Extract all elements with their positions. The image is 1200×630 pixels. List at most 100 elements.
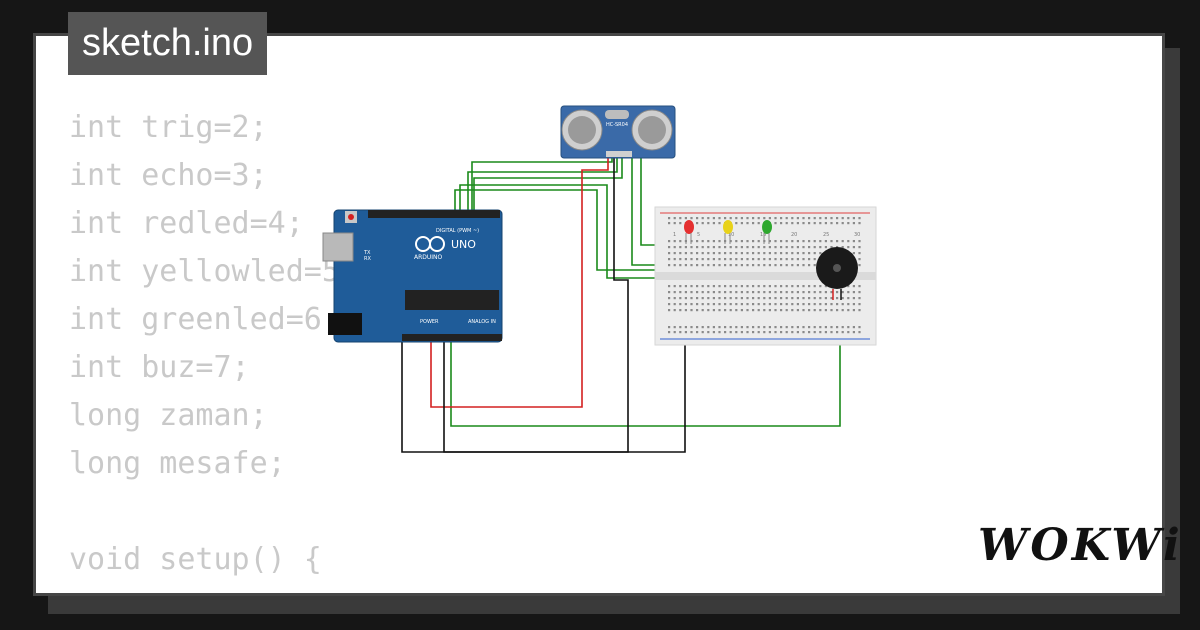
- breadboard-hole: [696, 309, 699, 312]
- led-yellow[interactable]: [723, 220, 733, 244]
- breadboard-hole: [791, 264, 794, 267]
- breadboard-hole: [858, 291, 861, 294]
- arduino-uno-board[interactable]: UNO ARDUINO DIGITAL (PWM ~) ANALOG IN PO…: [322, 209, 503, 343]
- breadboard-hole: [780, 222, 783, 225]
- breadboard-hole: [740, 240, 743, 243]
- breadboard-hole: [701, 252, 704, 255]
- breadboard-hole: [679, 291, 682, 294]
- breadboard-hole: [785, 309, 788, 312]
- breadboard-hole: [740, 309, 743, 312]
- breadboard-hole: [852, 240, 855, 243]
- breadboard-hole: [696, 297, 699, 300]
- breadboard-hole: [735, 297, 738, 300]
- breadboard-hole: [841, 217, 844, 220]
- breadboard-hole: [679, 252, 682, 255]
- breadboard-hole: [780, 297, 783, 300]
- code-line: int echo=3;: [69, 158, 268, 193]
- breadboard-hole: [729, 285, 732, 288]
- breadboard-hole: [785, 246, 788, 249]
- breadboard-hole: [757, 222, 760, 225]
- wire-green-echo: [473, 158, 623, 214]
- breadboard-hole: [858, 258, 861, 261]
- breadboard-hole: [740, 297, 743, 300]
- breadboard-hole: [752, 258, 755, 261]
- breadboard-hole: [802, 258, 805, 261]
- breadboard-hole: [696, 264, 699, 267]
- breadboard-hole: [684, 309, 687, 312]
- breadboard-hole: [774, 285, 777, 288]
- breadboard-hole: [780, 240, 783, 243]
- breadboard-hole: [735, 222, 738, 225]
- breadboard-hole: [712, 291, 715, 294]
- led-green[interactable]: [762, 220, 772, 244]
- breadboard-hole: [696, 326, 699, 329]
- breadboard-hole: [791, 309, 794, 312]
- breadboard-hole: [696, 246, 699, 249]
- breadboard-hole: [791, 285, 794, 288]
- breadboard-hole: [679, 217, 682, 220]
- breadboard-hole: [780, 264, 783, 267]
- breadboard-hole: [712, 217, 715, 220]
- breadboard-hole: [724, 264, 727, 267]
- breadboard-hole: [813, 285, 816, 288]
- breadboard-hole: [752, 217, 755, 220]
- breadboard-hole: [673, 264, 676, 267]
- breadboard-hole: [735, 252, 738, 255]
- breadboard-hole: [684, 258, 687, 261]
- breadboard-hole: [780, 303, 783, 306]
- breadboard-hole: [830, 240, 833, 243]
- breadboard-hole: [673, 222, 676, 225]
- breadboard-hole: [774, 258, 777, 261]
- breadboard-hole: [757, 258, 760, 261]
- breadboard-hole: [668, 309, 671, 312]
- buzzer[interactable]: [816, 247, 858, 300]
- breadboard-hole: [774, 297, 777, 300]
- breadboard-hole: [729, 258, 732, 261]
- breadboard-hole: [852, 246, 855, 249]
- sensor-label: HC-SR04: [606, 122, 628, 128]
- bb-col-10: 10: [728, 232, 734, 238]
- breadboard-hole: [785, 331, 788, 334]
- breadboard-hole: [668, 258, 671, 261]
- breadboard-hole: [690, 303, 693, 306]
- breadboard-hole: [858, 303, 861, 306]
- breadboard-hole: [830, 309, 833, 312]
- breadboard-hole: [852, 309, 855, 312]
- breadboard-hole: [707, 217, 710, 220]
- led-red[interactable]: [684, 220, 694, 244]
- breadboard-hole: [746, 309, 749, 312]
- breadboard-hole: [746, 326, 749, 329]
- breadboard-hole: [718, 246, 721, 249]
- breadboard-hole: [679, 326, 682, 329]
- breadboard-hole: [830, 222, 833, 225]
- breadboard-hole: [679, 297, 682, 300]
- breadboard-hole: [830, 303, 833, 306]
- digital-pins-label: DIGITAL (PWM ~): [436, 228, 479, 234]
- breadboard-hole: [668, 331, 671, 334]
- breadboard-hole: [701, 331, 704, 334]
- breadboard-hole: [819, 326, 822, 329]
- ultrasonic-sensor[interactable]: HC-SR04: [560, 105, 676, 159]
- breadboard-hole: [752, 291, 755, 294]
- breadboard-hole: [684, 331, 687, 334]
- breadboard-hole: [718, 264, 721, 267]
- breadboard-hole: [740, 331, 743, 334]
- breadboard-hole: [802, 264, 805, 267]
- breadboard-hole: [780, 246, 783, 249]
- code-preview: int trig=2;int echo=3;int redled=4;int y…: [69, 104, 502, 593]
- breadboard-hole: [718, 252, 721, 255]
- breadboard-hole: [746, 217, 749, 220]
- breadboard-hole: [684, 291, 687, 294]
- breadboard-hole: [757, 240, 760, 243]
- breadboard-hole: [673, 291, 676, 294]
- breadboard-hole: [740, 326, 743, 329]
- breadboard-hole: [718, 285, 721, 288]
- breadboard-hole: [763, 246, 766, 249]
- breadboard-hole: [668, 326, 671, 329]
- breadboard-hole: [690, 297, 693, 300]
- breadboard-hole: [768, 264, 771, 267]
- breadboard-hole: [696, 291, 699, 294]
- breadboard-hole: [796, 285, 799, 288]
- breadboard-hole: [746, 246, 749, 249]
- breadboard-hole: [819, 217, 822, 220]
